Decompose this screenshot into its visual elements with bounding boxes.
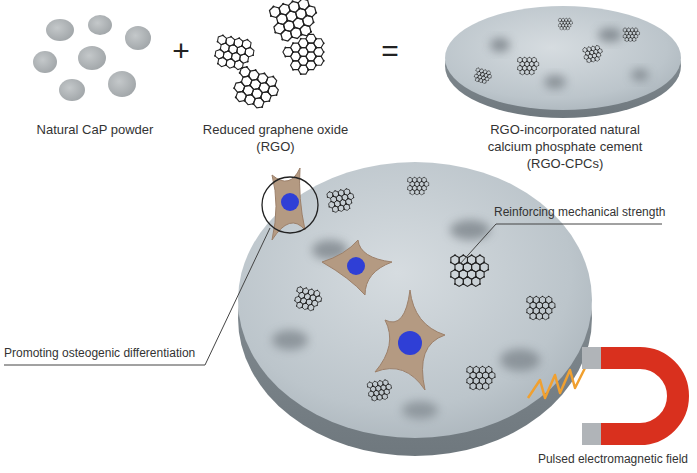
rgo-cpc-disc-small — [445, 6, 681, 118]
label-box: Reduced graphene oxide (RGO) — [198, 122, 353, 156]
label-box: Natural CaP powder — [15, 122, 175, 139]
component-label: Natural CaP powder — [15, 122, 175, 139]
component-label: RGO-incorporated natural calcium phospha… — [477, 122, 653, 173]
pemf-magnet — [528, 358, 678, 434]
operator-symbol: + — [166, 36, 196, 66]
label-box: Pulsed electromagnetic field — [488, 452, 688, 468]
label-box: Promoting osteogenic differentiation — [4, 346, 244, 362]
callout-label: Pulsed electromagnetic field — [488, 452, 688, 468]
component-label: Reduced graphene oxide (RGO) — [198, 122, 353, 156]
callout-label: Promoting osteogenic differentiation — [4, 346, 244, 362]
leader-lines — [4, 224, 662, 365]
operator-symbol: = — [375, 36, 405, 66]
rgo-sheets — [212, 0, 333, 113]
callout-label: Reinforcing mechanical strength — [494, 205, 692, 221]
label-box: + — [166, 36, 196, 66]
cells — [262, 168, 445, 390]
label-box: Reinforcing mechanical strength — [494, 205, 692, 221]
cap-powder — [33, 15, 151, 101]
label-box: RGO-incorporated natural calcium phospha… — [477, 122, 653, 173]
label-box: = — [375, 36, 405, 66]
